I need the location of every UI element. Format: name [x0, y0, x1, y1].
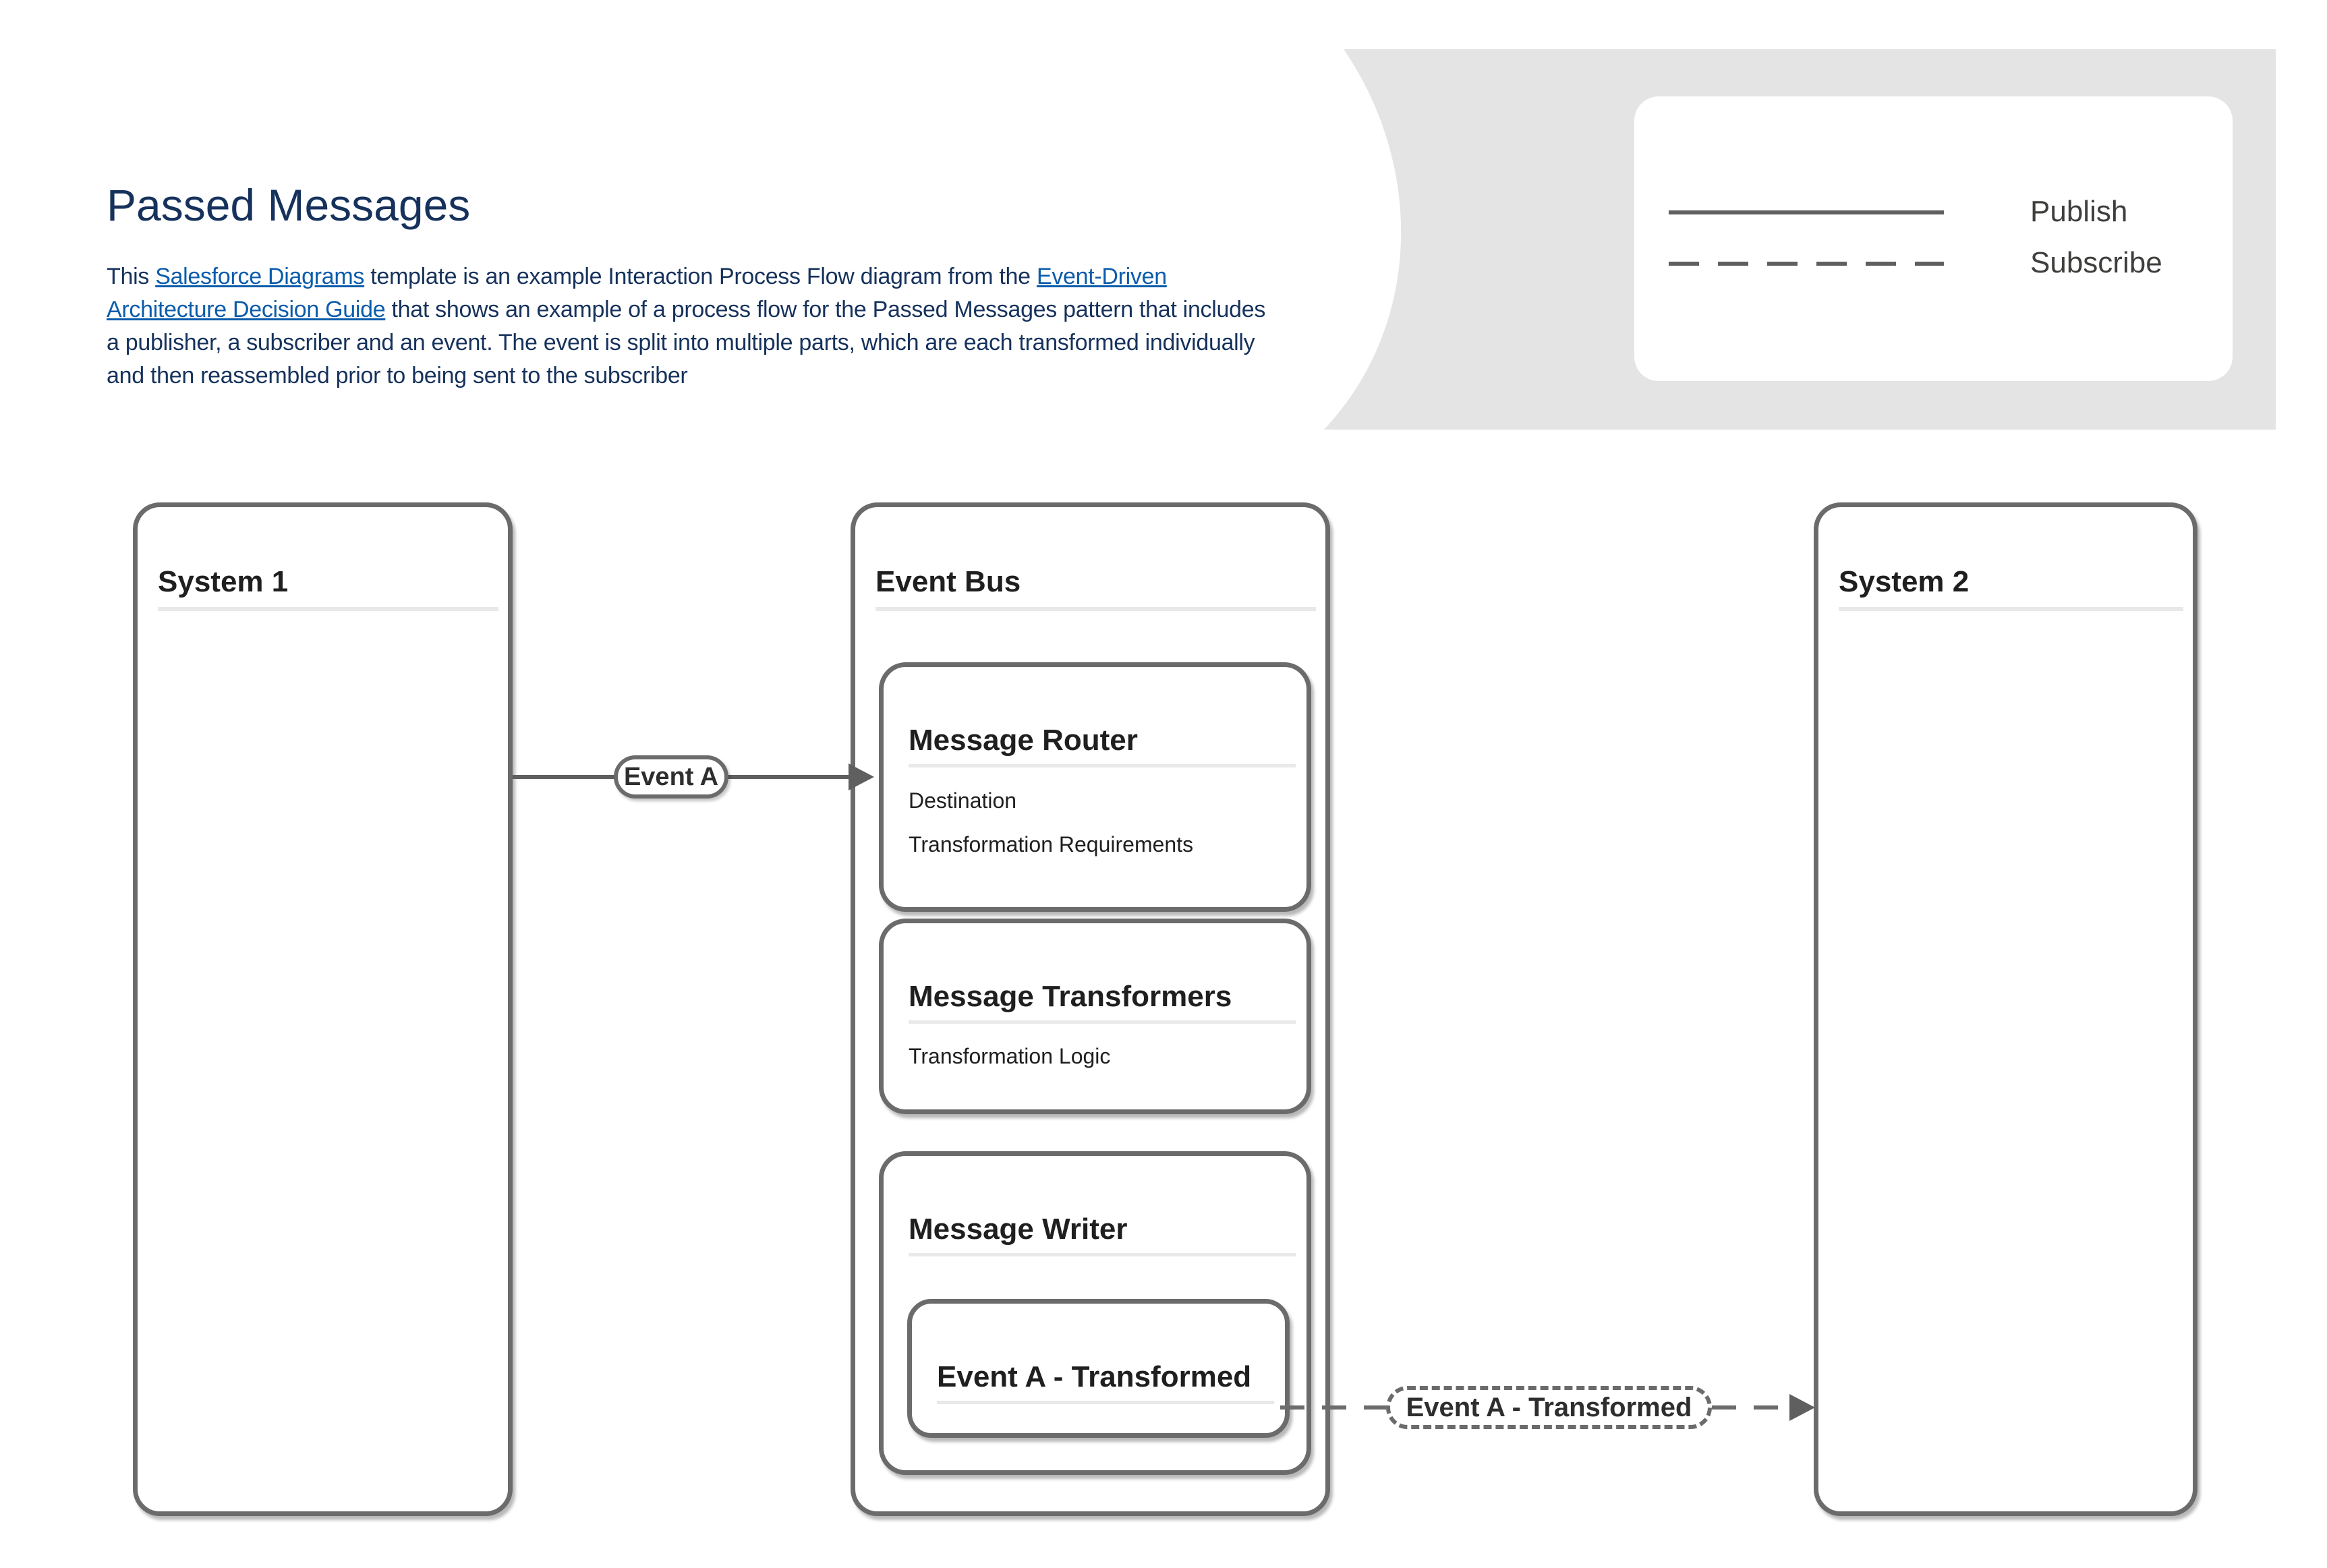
- subscribe-arrowhead-icon: [1789, 1394, 1815, 1421]
- system2-box: System 2: [1814, 502, 2197, 1516]
- message-router-item-destination: Destination: [909, 788, 1017, 813]
- system1-title: System 1: [158, 565, 289, 598]
- event-bus-title: Event Bus: [875, 565, 1021, 598]
- description-line: Architecture Decision Guide that shows a…: [107, 293, 1265, 326]
- description-link[interactable]: Salesforce Diagrams: [155, 264, 365, 289]
- publish-arrowhead-icon: [849, 763, 874, 790]
- event-a-transformed-box-divider: [937, 1401, 1274, 1404]
- description-link[interactable]: Event-Driven: [1036, 264, 1167, 289]
- system1-divider: [158, 607, 498, 611]
- message-router-item-transformation-requirements: Transformation Requirements: [909, 832, 1194, 856]
- legend-card: Publish Subscribe: [1634, 96, 2233, 381]
- description-line: a publisher, a subscriber and an event. …: [107, 326, 1265, 359]
- message-router-title: Message Router: [909, 724, 1138, 757]
- message-transformers-divider: [909, 1020, 1296, 1024]
- message-transformers-box: Message Transformers Transformation Logi…: [879, 919, 1311, 1114]
- description-link[interactable]: Architecture Decision Guide: [107, 297, 386, 322]
- system2-divider: [1839, 607, 2183, 611]
- event-a-transformed-box-title: Event A - Transformed: [937, 1360, 1252, 1393]
- event-bus-box: Event Bus Message Router Destination Tra…: [851, 502, 1330, 1516]
- description-text: template is an example Interaction Proce…: [364, 264, 1037, 289]
- message-transformers-title: Message Transformers: [909, 980, 1232, 1013]
- subscribe-flow-line-left: [1280, 1405, 1386, 1410]
- description: This Salesforce Diagrams template is an …: [107, 260, 1265, 393]
- publish-line-icon: [1669, 210, 1944, 214]
- message-transformers-item-transformation-logic: Transformation Logic: [909, 1044, 1111, 1068]
- description-text: and then reassembled prior to being sent…: [107, 363, 688, 388]
- system1-box: System 1: [133, 502, 513, 1516]
- message-writer-title: Message Writer: [909, 1213, 1128, 1246]
- description-line: This Salesforce Diagrams template is an …: [107, 260, 1265, 293]
- description-text: that shows an example of a process flow …: [385, 297, 1266, 322]
- subscribe-flow-line-right: [1712, 1405, 1787, 1410]
- message-writer-divider: [909, 1253, 1296, 1256]
- description-text: This: [107, 264, 156, 289]
- subscribe-line-icon: [1669, 262, 1944, 266]
- description-line: and then reassembled prior to being sent…: [107, 359, 1265, 393]
- event-a-transformed-box: Event A - Transformed: [907, 1299, 1290, 1438]
- legend-subscribe-label: Subscribe: [2030, 246, 2162, 279]
- system2-title: System 2: [1839, 565, 1970, 598]
- event-a-pill: Event A: [614, 755, 728, 798]
- message-router-box: Message Router Destination Transformatio…: [879, 662, 1311, 912]
- event-bus-divider: [875, 607, 1316, 611]
- page-title: Passed Messages: [107, 180, 471, 230]
- event-a-transformed-pill: Event A - Transformed: [1386, 1386, 1712, 1429]
- message-router-divider: [909, 764, 1296, 767]
- legend-publish-label: Publish: [2030, 195, 2128, 228]
- message-writer-box: Message Writer Event A - Transformed: [879, 1151, 1311, 1475]
- description-text: a publisher, a subscriber and an event. …: [107, 330, 1255, 355]
